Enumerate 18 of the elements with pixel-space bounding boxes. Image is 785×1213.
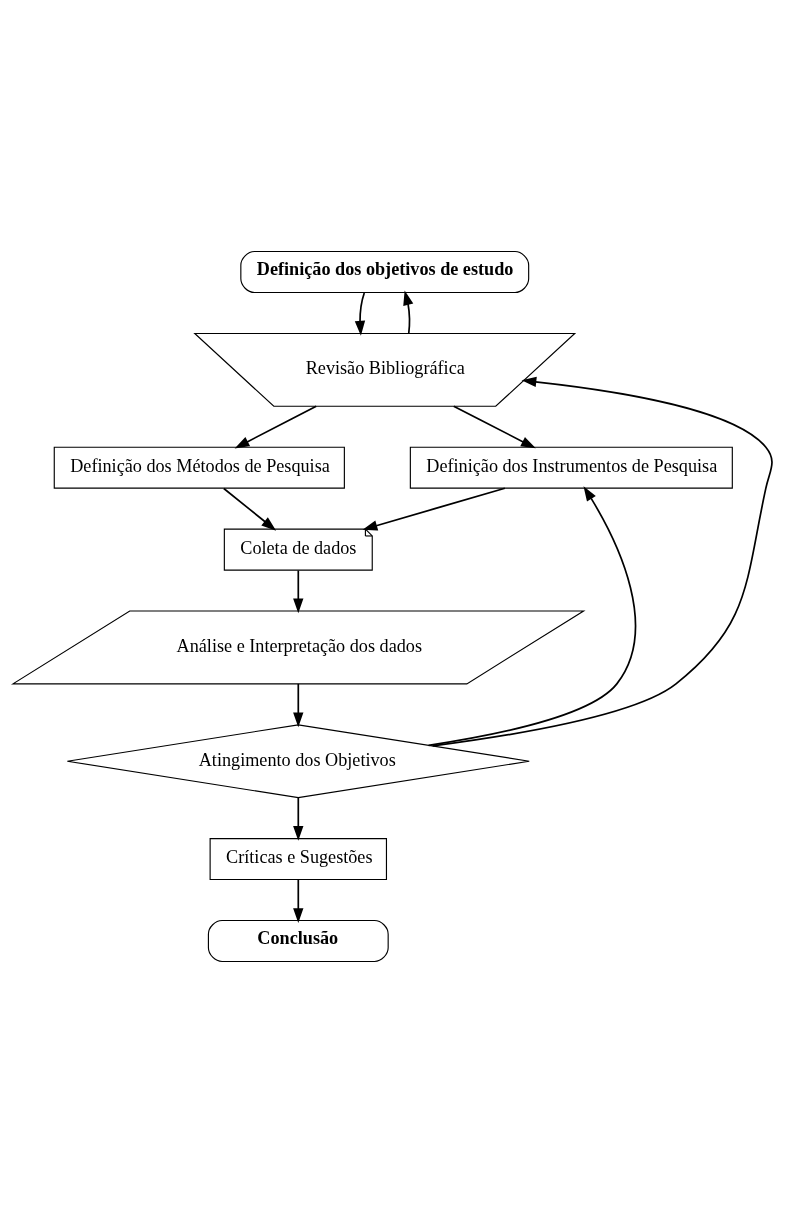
arrow: [403, 290, 414, 334]
arrow: [431, 376, 773, 747]
node-box: Definição dos Métodos de Pesquisa: [53, 446, 345, 489]
arrow: [293, 797, 304, 841]
arrow: [293, 683, 304, 728]
node-box: Definição dos objetivos de estudo: [240, 251, 530, 294]
node-box: Definição dos Instrumentos de Pesquisa: [409, 446, 733, 489]
arrow: [293, 879, 304, 923]
node-box: Conclusão: [207, 919, 389, 963]
node-diamond: Atingimento dos Objetivos: [66, 724, 530, 799]
arrow: [452, 405, 536, 449]
arrow: [293, 569, 304, 614]
arrow: [222, 487, 277, 531]
arrow: [234, 405, 318, 449]
arrow: [354, 292, 366, 336]
node-box: Críticas e Sugestões: [209, 838, 388, 881]
arrow: [427, 486, 637, 747]
arrow: [362, 487, 506, 531]
